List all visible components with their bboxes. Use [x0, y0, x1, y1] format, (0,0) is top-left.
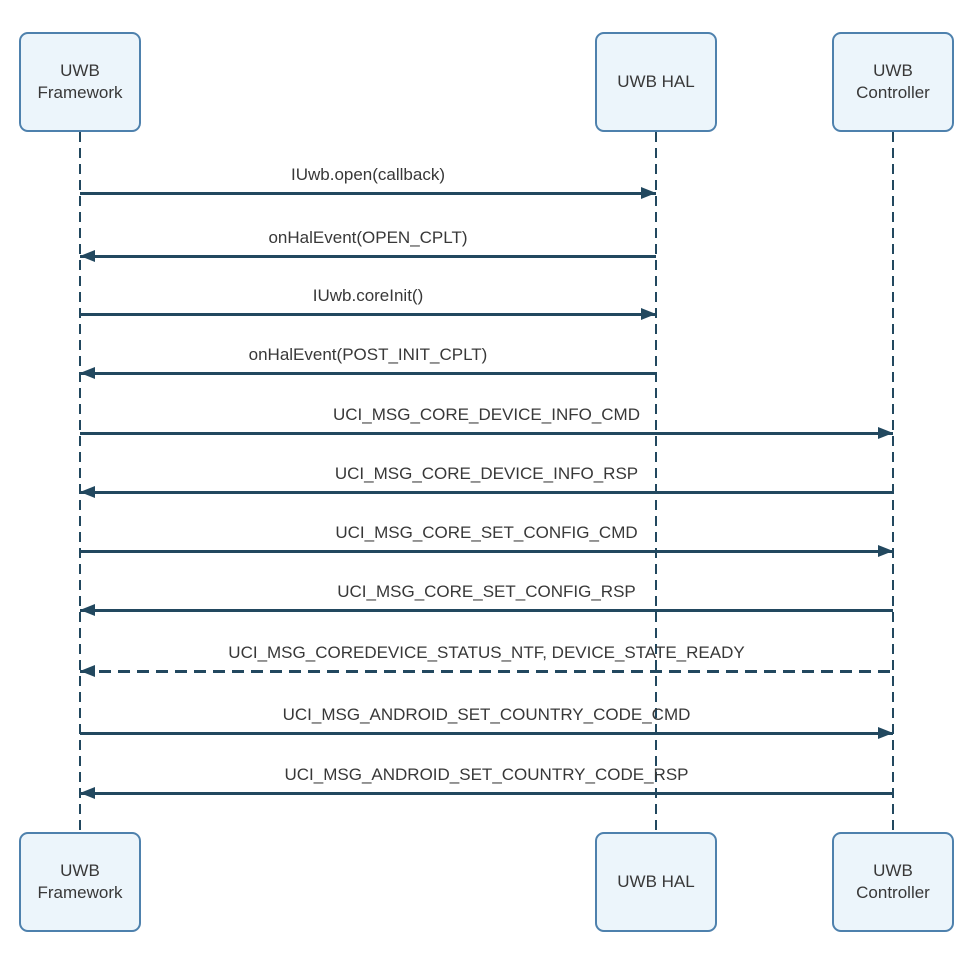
arrowhead-left-icon: [80, 664, 95, 677]
actor-label: UWB: [873, 61, 913, 80]
message-line: [80, 432, 893, 435]
message-label: UCI_MSG_CORE_DEVICE_INFO_CMD: [332, 405, 641, 424]
actor-label: Controller: [856, 83, 930, 102]
message-line: [80, 372, 656, 375]
message-label: UCI_MSG_CORE_DEVICE_INFO_RSP: [334, 464, 639, 483]
arrowhead-right-icon: [878, 726, 893, 739]
actor-label: Framework: [37, 883, 123, 902]
lifeline-uwb-controller: [892, 132, 894, 832]
actor-box-bottom-uwb-framework: UWB Framework: [19, 832, 141, 932]
message-line: [80, 609, 893, 612]
arrowhead-left-icon: [80, 603, 95, 616]
actor-label: Controller: [856, 883, 930, 902]
message-line: [80, 550, 893, 553]
message-label: IUwb.open(callback): [290, 165, 446, 184]
actor-label: UWB: [60, 61, 100, 80]
arrowhead-right-icon: [878, 426, 893, 439]
arrowhead-right-icon: [641, 186, 656, 199]
message-label: UCI_MSG_ANDROID_SET_COUNTRY_CODE_CMD: [282, 705, 691, 724]
message-label: UCI_MSG_CORE_SET_CONFIG_RSP: [337, 582, 636, 601]
arrowhead-left-icon: [80, 485, 95, 498]
actor-label: UWB HAL: [617, 72, 695, 91]
message-label: IUwb.coreInit(): [312, 286, 424, 305]
arrowhead-left-icon: [80, 786, 95, 799]
message-label: UCI_MSG_CORE_SET_CONFIG_CMD: [335, 523, 638, 542]
message-line: [80, 792, 893, 795]
actor-label: Framework: [37, 83, 123, 102]
actor-box-bottom-uwb-controller: UWB Controller: [832, 832, 954, 932]
message-line: [80, 192, 656, 195]
lifeline-uwb-hal: [655, 132, 657, 832]
message-label: onHalEvent(OPEN_CPLT): [268, 228, 468, 247]
lifeline-uwb-framework: [79, 132, 81, 832]
arrowhead-right-icon: [878, 544, 893, 557]
arrowhead-left-icon: [80, 249, 95, 262]
arrowhead-left-icon: [80, 366, 95, 379]
message-line: [80, 670, 893, 673]
message-label: onHalEvent(POST_INIT_CPLT): [248, 345, 488, 364]
actor-label: UWB HAL: [617, 872, 695, 891]
message-line: [80, 732, 893, 735]
message-label: UCI_MSG_COREDEVICE_STATUS_NTF, DEVICE_ST…: [228, 643, 745, 662]
actor-box-top-uwb-framework: UWB Framework: [19, 32, 141, 132]
actor-box-top-uwb-controller: UWB Controller: [832, 32, 954, 132]
message-label: UCI_MSG_ANDROID_SET_COUNTRY_CODE_RSP: [284, 765, 689, 784]
actor-box-top-uwb-hal: UWB HAL: [595, 32, 717, 132]
actor-label: UWB: [60, 861, 100, 880]
actor-label: UWB: [873, 861, 913, 880]
message-line: [80, 491, 893, 494]
arrowhead-right-icon: [641, 307, 656, 320]
message-line: [80, 313, 656, 316]
actor-box-bottom-uwb-hal: UWB HAL: [595, 832, 717, 932]
message-line: [80, 255, 656, 258]
